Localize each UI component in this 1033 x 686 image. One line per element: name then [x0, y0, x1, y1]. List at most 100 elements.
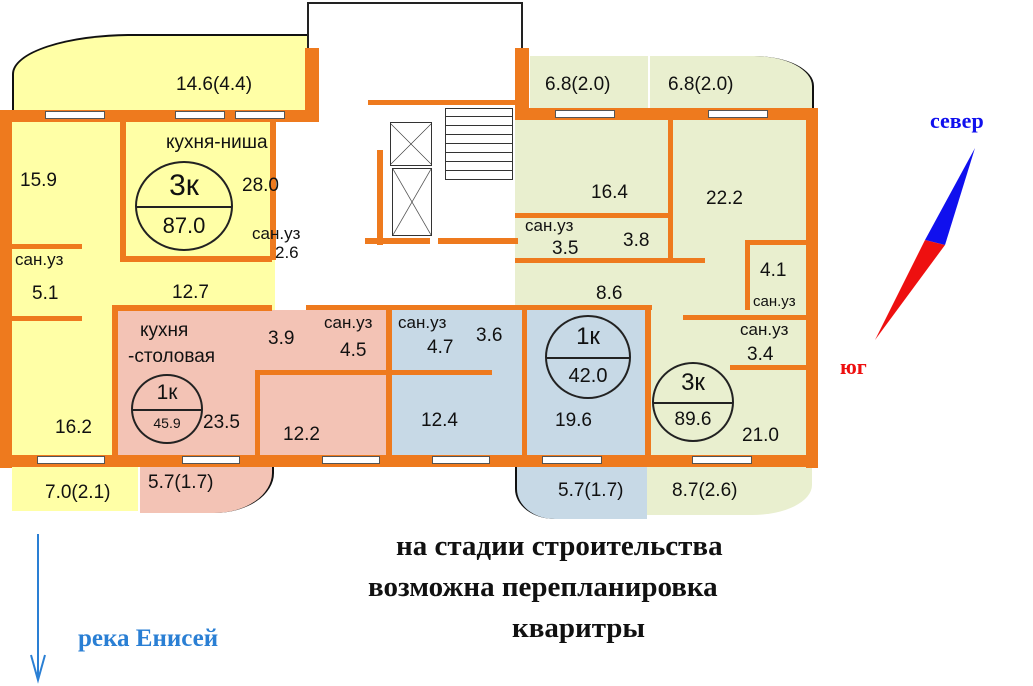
apartment-area: 87.0 [162, 213, 206, 238]
wall [120, 256, 272, 262]
wall [368, 100, 516, 105]
apartment-area: 42.0 [568, 365, 608, 387]
note-line: на стадии строительства [396, 530, 723, 562]
room-label: сан.уз [252, 224, 301, 243]
room-label: сан.уз [753, 293, 796, 310]
wall [745, 240, 750, 310]
balcony-bottom-right [647, 467, 812, 515]
elevator-2 [392, 168, 432, 236]
room-area: 3.8 [623, 230, 650, 251]
wall [12, 316, 82, 321]
balcony-top-left [12, 34, 307, 116]
room-label: сан.уз [740, 320, 789, 339]
wall [515, 213, 670, 218]
apartment-rooms: 3к [169, 169, 199, 202]
room-label: кухня [140, 320, 189, 341]
balcony-top-right-2 [650, 56, 814, 112]
window [708, 110, 768, 118]
room-area: 12.4 [421, 410, 458, 431]
room-label: -столовая [128, 346, 216, 367]
apartment-3k-left-lower [12, 310, 116, 458]
wall [305, 48, 319, 122]
stairs [445, 108, 513, 180]
room-area: 22.2 [706, 188, 743, 209]
wall [120, 120, 126, 260]
room-area: 16.4 [591, 182, 628, 203]
wall [386, 305, 392, 458]
wall [683, 315, 808, 320]
compass-north-label: север [930, 108, 984, 133]
room-label: сан.уз [525, 216, 574, 235]
apartment-rooms: 1к [576, 323, 600, 350]
wall [730, 365, 808, 370]
arrow-down-icon [30, 534, 46, 684]
room-area: 19.6 [555, 410, 592, 431]
balcony-top-right-1 [530, 56, 648, 112]
room-label: кухня-ниша [166, 132, 268, 153]
room-area: 3.6 [476, 325, 503, 346]
wall [438, 238, 518, 244]
apartment-badge: 3к 89.6 [652, 362, 734, 442]
note-line: возможна перепланировка [368, 571, 718, 603]
wall [306, 305, 652, 310]
window [45, 111, 105, 119]
compass-north-needle [925, 148, 975, 245]
room-area: 4.1 [760, 260, 787, 281]
note-line: кваритры [512, 612, 646, 644]
wall [515, 48, 529, 118]
wall [255, 370, 390, 375]
room-area: 28.0 [242, 175, 279, 196]
room-area: 4.7 [427, 337, 454, 358]
apartment-rooms: 3к [681, 369, 705, 396]
room-area: 3.4 [747, 344, 774, 365]
wall [645, 305, 651, 460]
room-label: сан.уз [324, 313, 373, 332]
apartment-area: 45.9 [153, 415, 181, 431]
window [37, 456, 105, 464]
river-label: река Енисей [78, 625, 219, 652]
room-area: 23.5 [203, 412, 240, 433]
balcony-area: 5.7(1.7) [148, 472, 214, 493]
wall [0, 110, 12, 468]
apartment-badge: 3к 87.0 [135, 161, 233, 251]
room-label: сан.уз [15, 250, 64, 269]
wall [668, 118, 673, 263]
apartment-area: 89.6 [674, 409, 712, 430]
compass-south-needle [875, 240, 945, 340]
room-label: сан.уз [398, 313, 447, 332]
balcony-area: 8.7(2.6) [672, 480, 738, 501]
balcony-area: 5.7(1.7) [558, 480, 624, 501]
stairwell-top [307, 2, 523, 52]
room-area: 21.0 [742, 425, 779, 446]
room-area: 15.9 [20, 170, 57, 191]
window [235, 111, 285, 119]
wall [12, 244, 82, 249]
wall [745, 240, 807, 245]
window [432, 456, 490, 464]
elevator-1 [390, 122, 432, 166]
window [555, 110, 615, 118]
room-area: 3.9 [268, 328, 295, 349]
room-area: 3.5 [552, 238, 579, 259]
balcony-area: 7.0(2.1) [45, 482, 111, 503]
compass-south-label: юг [840, 354, 867, 379]
balcony-area: 6.8(2.0) [668, 74, 734, 95]
wall [112, 305, 272, 311]
compass-icon [875, 148, 975, 340]
balcony-bottom-blue [515, 467, 647, 519]
balcony-area: 6.8(2.0) [545, 74, 611, 95]
room-area: 12.2 [283, 424, 320, 445]
wall [365, 238, 430, 244]
room-area: 8.6 [596, 283, 623, 304]
room-area: 16.2 [55, 417, 92, 438]
window [175, 111, 225, 119]
window [322, 456, 380, 464]
window [692, 456, 752, 464]
balcony-bottom-left [12, 467, 138, 511]
room-area: 5.1 [32, 283, 59, 304]
wall [515, 258, 705, 263]
window [182, 456, 240, 464]
room-area: 4.5 [340, 340, 367, 361]
balcony-area: 14.6(4.4) [176, 74, 253, 95]
